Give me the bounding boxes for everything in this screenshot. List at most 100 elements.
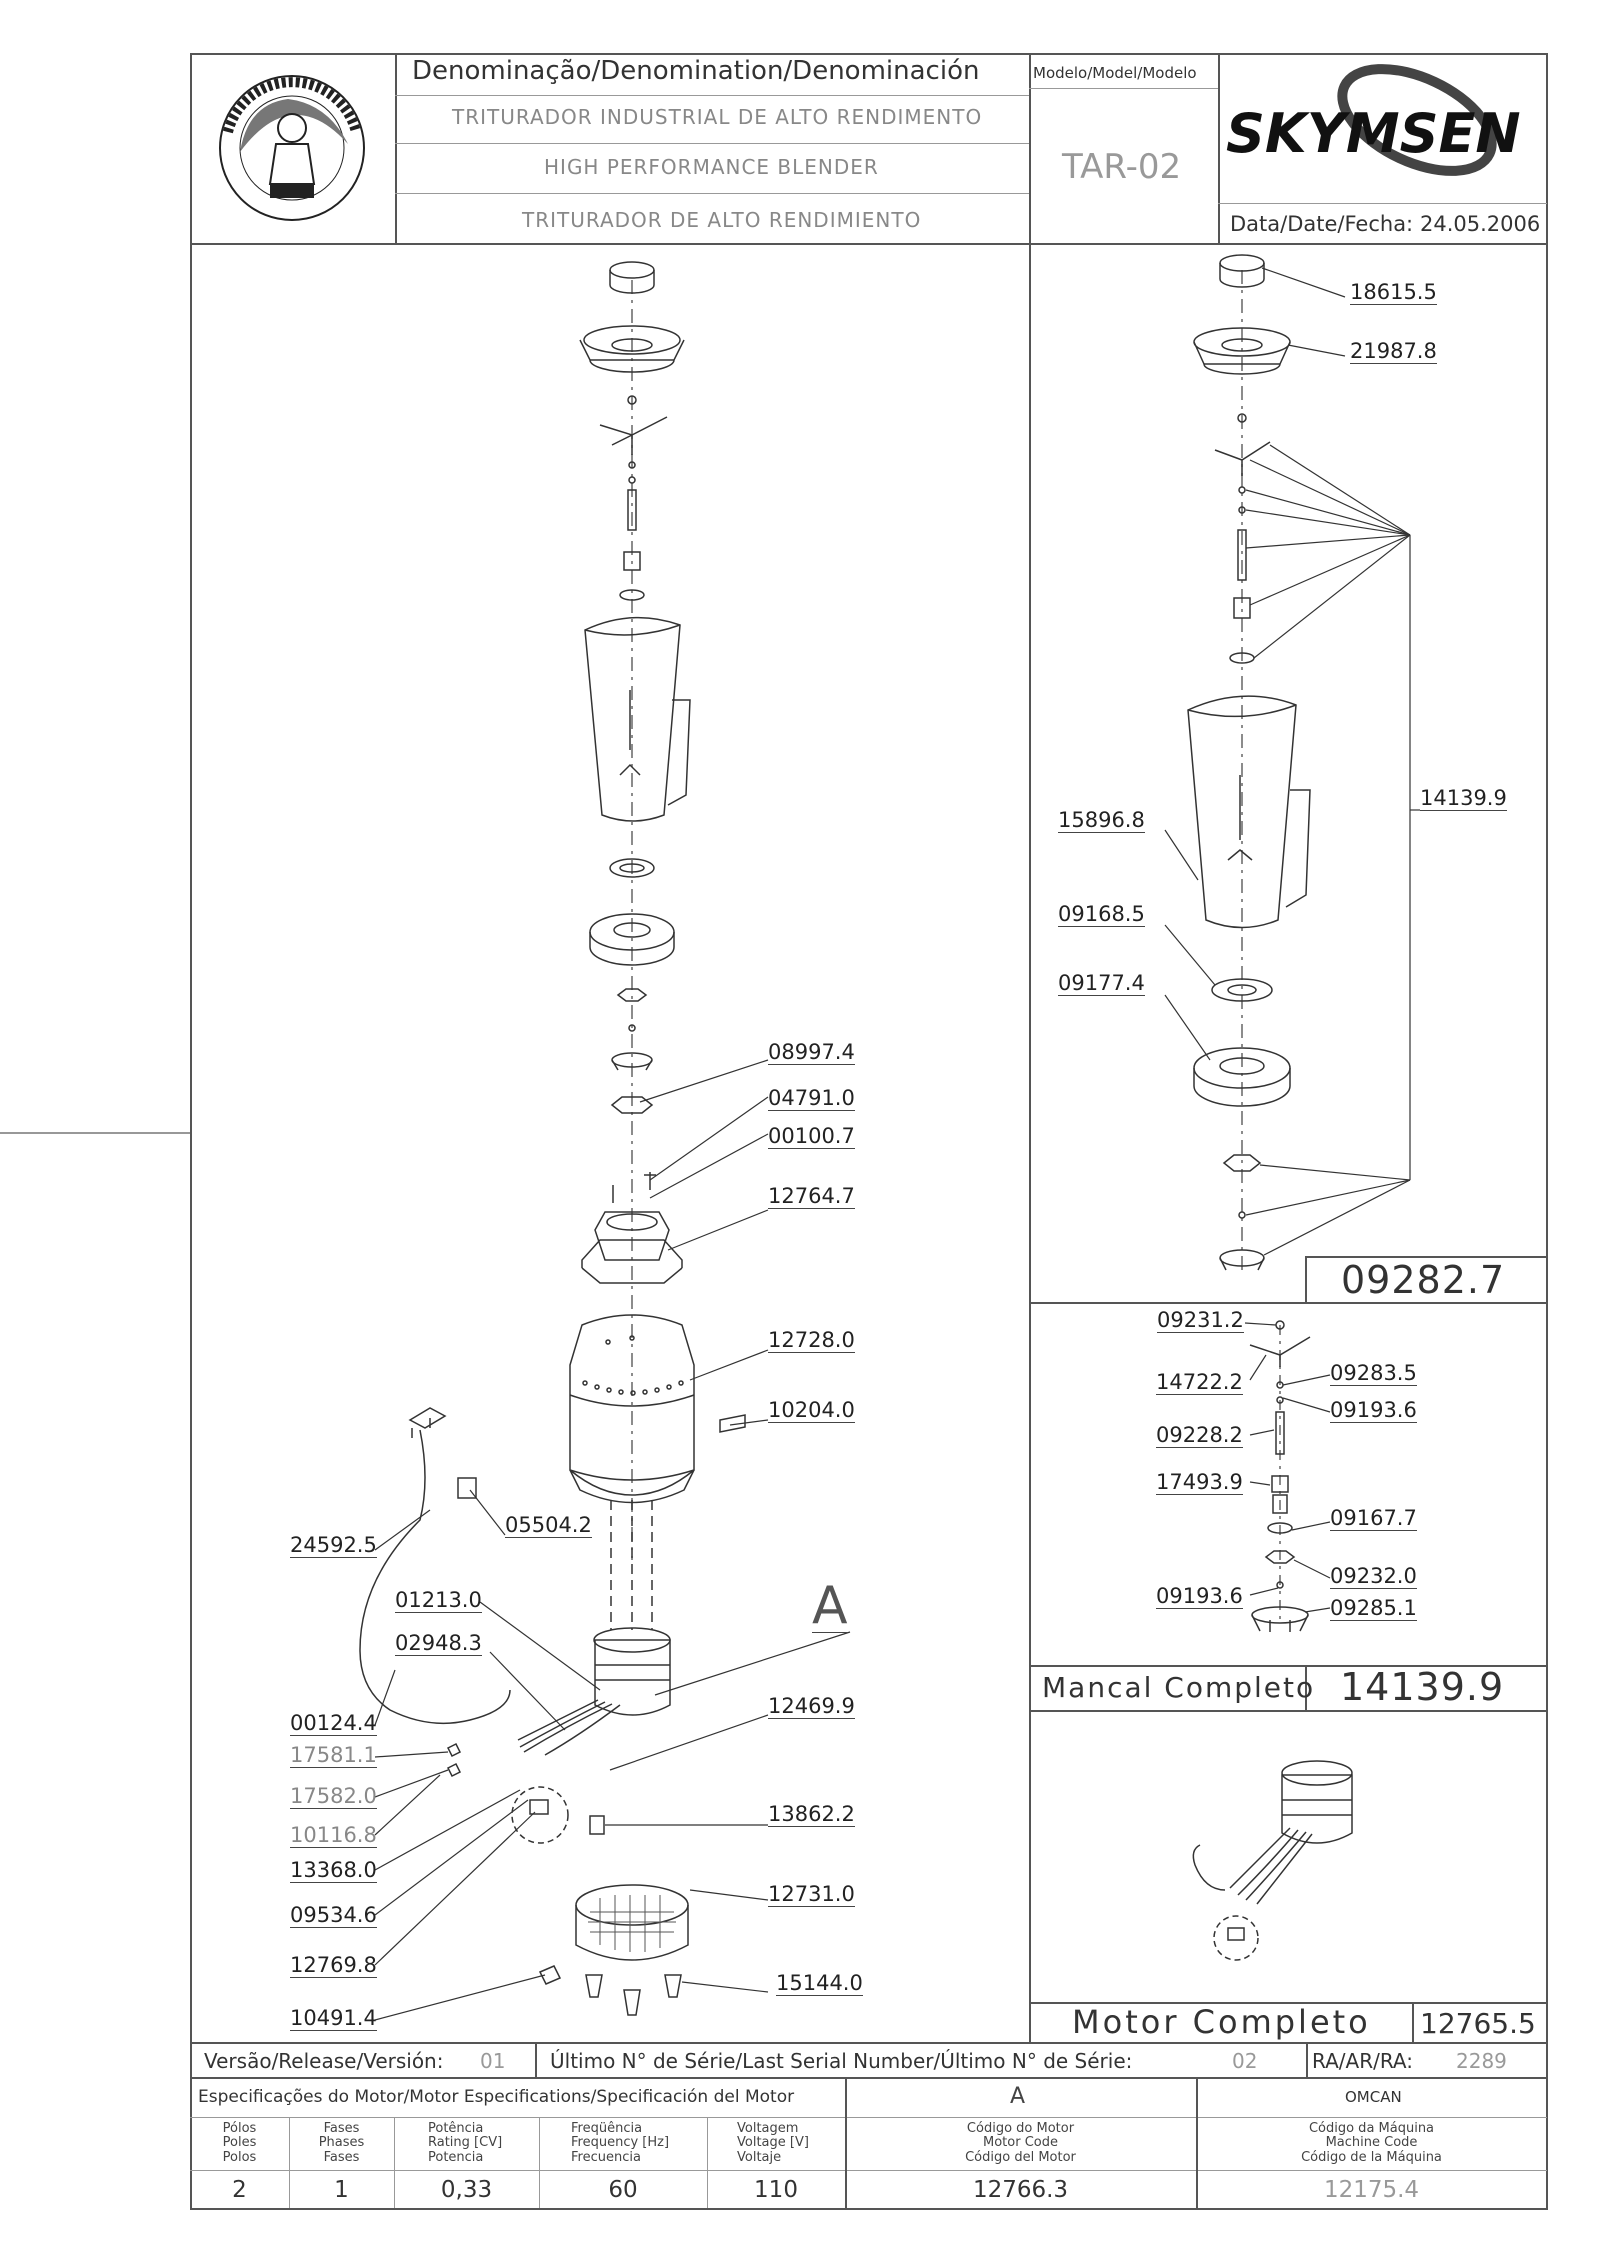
part-label: 00124.4 <box>290 1711 377 1736</box>
part-label: 09283.5 <box>1330 1361 1417 1386</box>
version-value: 01 <box>480 2049 506 2073</box>
spec-value-machine-code: 12175.4 <box>1323 2177 1420 2203</box>
authorized-service-stamp <box>200 62 385 234</box>
part-label: 17493.9 <box>1156 1470 1243 1495</box>
part-label: 04791.0 <box>768 1086 855 1111</box>
part-label: 15896.8 <box>1058 808 1145 833</box>
part-label: 18615.5 <box>1350 280 1437 305</box>
spec-header-line: Voltaje <box>737 2149 782 2165</box>
model-value: TAR-02 <box>1062 147 1182 187</box>
part-label: 09285.1 <box>1330 1596 1417 1621</box>
technician-logo-icon <box>219 75 365 221</box>
part-label: 09167.7 <box>1330 1506 1417 1531</box>
motor-spec-label: Especificações do Motor/Motor Especifica… <box>198 2087 795 2107</box>
spec-header-line: Freqüência <box>571 2121 643 2136</box>
motor-assembly-code: 12765.5 <box>1420 2007 1536 2040</box>
date-label: Data/Date/Fecha: <box>1230 212 1414 236</box>
spec-header-voltage: Voltagem Voltage [V] Voltaje <box>707 2121 845 2165</box>
assembly-code-box: 09282.7 <box>1305 1256 1547 1302</box>
spec-header-line: Fases <box>323 2149 360 2165</box>
spec-header-line: Fases <box>323 2121 360 2136</box>
detail-marker: A <box>812 1576 848 1636</box>
spec-header-line: Potencia <box>428 2149 484 2165</box>
spec-header-machine-code: Código da Máquina Machine Code Código de… <box>1196 2121 1547 2165</box>
part-label: 09193.6 <box>1156 1584 1243 1609</box>
part-label: 02948.3 <box>395 1631 482 1656</box>
part-label: 12469.9 <box>768 1694 855 1719</box>
part-label: 17582.0 <box>290 1784 377 1809</box>
spec-header-line: Pólos <box>222 2121 257 2136</box>
bearing-assembly-code: 14139.9 <box>1340 1665 1505 1709</box>
model-title: Modelo/Model/Modelo <box>1033 64 1197 82</box>
spec-value-voltage: 110 <box>754 2177 798 2203</box>
spec-header-line: Polos <box>222 2149 257 2165</box>
part-label: 10116.8 <box>290 1823 377 1848</box>
part-label: 13368.0 <box>290 1858 377 1883</box>
spec-value-frequency: 60 <box>608 2177 638 2203</box>
bearing-assembly-title: Mancal Completo <box>1042 1671 1316 1704</box>
spec-header-line: Código da Máquina <box>1308 2121 1435 2136</box>
part-label: 14722.2 <box>1156 1370 1243 1395</box>
product-name-pt: TRITURADOR INDUSTRIAL DE ALTO RENDIMENTO <box>452 105 983 129</box>
spec-header-motor-code: Código do Motor Motor Code Código del Mo… <box>845 2121 1196 2165</box>
brand-name: SKYMSEN <box>1226 102 1521 165</box>
part-label: 12769.8 <box>290 1953 377 1978</box>
spec-value-rating: 0,33 <box>440 2177 493 2203</box>
product-name-en: HIGH PERFORMANCE BLENDER <box>544 155 879 179</box>
spec-value-phases: 1 <box>334 2177 349 2203</box>
spec-header-line: Voltagem <box>737 2121 799 2136</box>
spec-header-line: Código do Motor <box>966 2121 1075 2136</box>
part-label: 17581.1 <box>290 1743 377 1768</box>
brand-logo: SKYMSEN <box>1222 60 1544 200</box>
spec-header-rating: Potência Rating [CV] Potencia <box>394 2121 539 2165</box>
spec-header-line: Phases <box>318 2135 365 2151</box>
spec-header-line: Voltage [V] <box>737 2135 809 2151</box>
spec-header-line: Potência <box>428 2121 484 2136</box>
spec-header-line: Código de la Máquina <box>1301 2149 1442 2165</box>
version-label: Versão/Release/Versión: <box>204 2049 444 2073</box>
serial-label: Último N° de Série/Last Serial Number/Úl… <box>550 2049 1133 2073</box>
spec-header-phases: Fases Phases Fases <box>289 2121 394 2165</box>
spec-header-line: Machine Code <box>1325 2135 1418 2151</box>
serial-value: 02 <box>1232 2049 1258 2073</box>
part-label: 09193.6 <box>1330 1398 1417 1423</box>
part-label: 09232.0 <box>1330 1564 1417 1589</box>
part-label: 00100.7 <box>768 1124 855 1149</box>
spec-header-line: Rating [CV] <box>428 2135 503 2151</box>
motor-letter: A <box>1010 2084 1026 2109</box>
machine-maker: OMCAN <box>1345 2088 1402 2106</box>
date-value: 24.05.2006 <box>1420 212 1541 236</box>
spec-value-motor-code: 12766.3 <box>972 2177 1069 2203</box>
part-label: 24592.5 <box>290 1533 377 1558</box>
spec-header-line: Código del Motor <box>965 2149 1076 2165</box>
part-label: 10491.4 <box>290 2006 377 2031</box>
spec-header-poles: Pólos Poles Polos <box>190 2121 289 2165</box>
assembly-code: 09282.7 <box>1341 1258 1506 1302</box>
part-label: 10204.0 <box>768 1398 855 1423</box>
part-label: 09534.6 <box>290 1903 377 1928</box>
part-label: 09228.2 <box>1156 1423 1243 1448</box>
ra-value: 2289 <box>1456 2049 1507 2073</box>
motor-assembly-title: Motor Completo <box>1072 2003 1371 2041</box>
brand-swoosh-icon: SKYMSEN <box>1226 64 1521 176</box>
spec-header-line: Frecuencia <box>571 2149 641 2165</box>
part-label: 05504.2 <box>505 1513 592 1538</box>
part-label: 08997.4 <box>768 1040 855 1065</box>
part-label: 14139.9 <box>1420 786 1507 811</box>
part-label: 09177.4 <box>1058 971 1145 996</box>
part-label: 12731.0 <box>768 1882 855 1907</box>
part-label: 01213.0 <box>395 1588 482 1613</box>
denomination-title: Denominação/Denomination/Denominación <box>412 56 980 86</box>
part-label: 13862.2 <box>768 1802 855 1827</box>
part-label: 15144.0 <box>776 1971 863 1996</box>
part-label: 09231.2 <box>1157 1308 1244 1333</box>
part-label: 12764.7 <box>768 1184 855 1209</box>
part-label: 12728.0 <box>768 1328 855 1353</box>
spec-value-poles: 2 <box>232 2177 247 2203</box>
spec-header-line: Poles <box>222 2135 257 2151</box>
product-name-es: TRITURADOR DE ALTO RENDIMIENTO <box>522 208 922 232</box>
part-label: 09168.5 <box>1058 902 1145 927</box>
spec-header-frequency: Freqüência Frequency [Hz] Frecuencia <box>539 2121 707 2165</box>
ra-label: RA/AR/RA: <box>1312 2049 1413 2073</box>
